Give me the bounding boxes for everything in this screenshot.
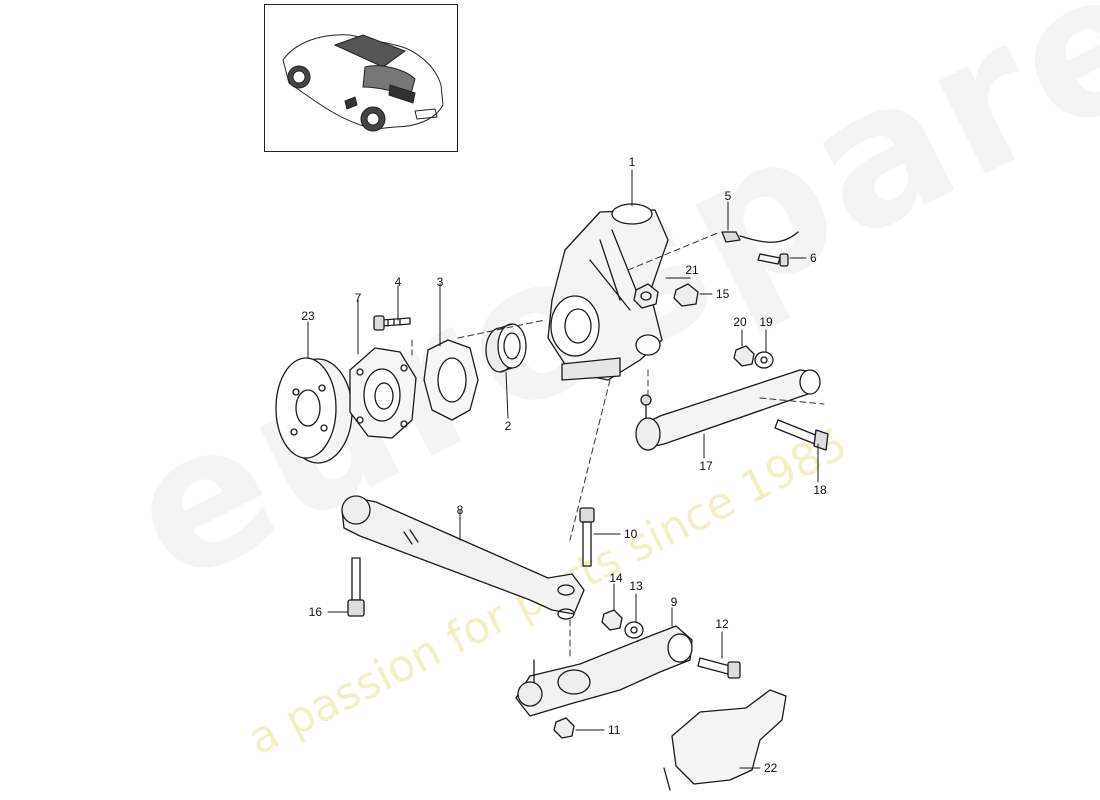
callout-5[interactable]: 5 <box>724 189 732 203</box>
vehicle-thumbnail <box>264 4 458 152</box>
part-6-drawing <box>757 253 789 267</box>
part-21-drawing <box>633 283 659 309</box>
callout-18[interactable]: 18 <box>813 483 827 497</box>
callout-9[interactable]: 9 <box>670 595 678 609</box>
callout-13[interactable]: 13 <box>629 579 643 593</box>
callout-7[interactable]: 7 <box>354 291 362 305</box>
part-17-drawing <box>635 369 821 451</box>
callout-15[interactable]: 15 <box>716 287 730 301</box>
part-5-drawing <box>721 231 799 243</box>
part-14-drawing <box>601 609 623 631</box>
part-15-drawing <box>673 283 699 307</box>
callout-16[interactable]: 16 <box>308 605 322 619</box>
callout-21[interactable]: 21 <box>685 263 699 277</box>
part-20-drawing <box>733 345 755 367</box>
part-9-drawing <box>515 625 693 717</box>
vehicle-illustration <box>282 34 444 132</box>
callout-14[interactable]: 14 <box>609 571 623 585</box>
part-1-drawing <box>547 203 669 381</box>
part-10-drawing <box>579 507 595 567</box>
part-3-drawing <box>423 339 479 421</box>
callout-8[interactable]: 8 <box>456 503 464 517</box>
leader-lines <box>307 169 819 769</box>
callout-22[interactable]: 22 <box>764 761 778 775</box>
callout-2[interactable]: 2 <box>504 419 512 433</box>
callout-17[interactable]: 17 <box>699 459 713 473</box>
part-11-drawing <box>553 717 575 739</box>
callout-4[interactable]: 4 <box>394 275 402 289</box>
callout-1[interactable]: 1 <box>628 155 636 169</box>
callout-23[interactable]: 23 <box>301 309 315 323</box>
part-22-drawing <box>663 689 787 791</box>
callout-19[interactable]: 19 <box>759 315 773 329</box>
part-8-drawing <box>341 495 585 620</box>
part-13-drawing <box>624 621 644 639</box>
part-23-drawing <box>275 357 353 464</box>
part-4-drawing <box>373 315 411 331</box>
part-19-drawing <box>754 351 774 369</box>
callout-20[interactable]: 20 <box>733 315 747 329</box>
part-18-drawing <box>774 419 829 451</box>
callout-3[interactable]: 3 <box>436 275 444 289</box>
callout-11[interactable]: 11 <box>608 723 621 737</box>
callout-10[interactable]: 10 <box>624 527 638 541</box>
callout-6[interactable]: 6 <box>810 251 817 265</box>
part-12-drawing <box>697 657 741 679</box>
part-7-drawing <box>349 347 417 439</box>
assembly-lines <box>411 231 825 661</box>
part-2-drawing <box>485 323 527 373</box>
part-16-drawing <box>347 557 365 617</box>
callout-12[interactable]: 12 <box>715 617 729 631</box>
